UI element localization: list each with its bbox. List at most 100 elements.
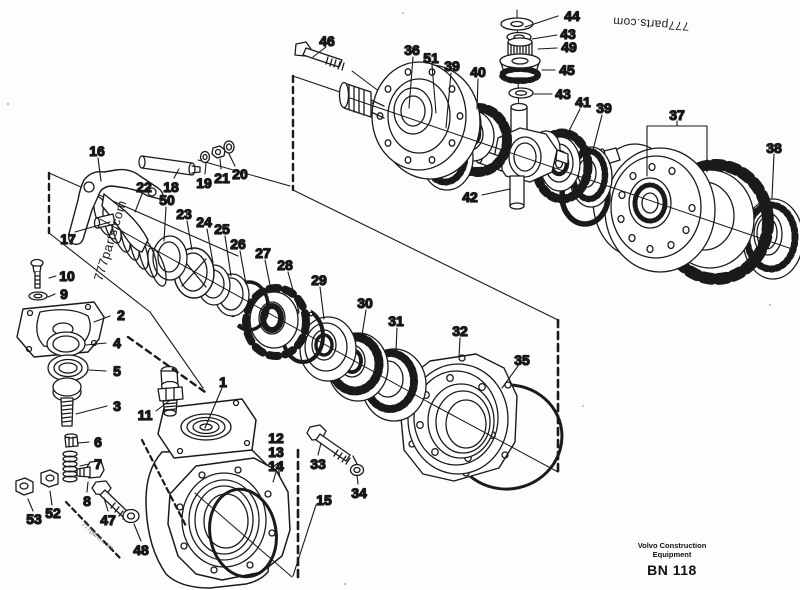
part-43-washer-lower bbox=[508, 87, 534, 99]
part-number-label: 42 bbox=[462, 189, 478, 205]
part-number-label: 46 bbox=[319, 33, 335, 49]
part-number-label: 48 bbox=[133, 542, 149, 558]
part-number-label: 53 bbox=[26, 511, 42, 527]
part-number-label: 9 bbox=[60, 286, 68, 302]
part-number-label: 17 bbox=[60, 231, 76, 247]
leader-line bbox=[317, 442, 322, 456]
leader-line bbox=[204, 162, 207, 175]
leader-line bbox=[75, 405, 108, 415]
part-number-label: 16 bbox=[89, 143, 105, 159]
part-number-label: 43 bbox=[560, 26, 576, 42]
part-number-label: 28 bbox=[277, 257, 293, 273]
leader-line bbox=[408, 56, 414, 109]
part-18-rod-drawing bbox=[138, 155, 201, 176]
leader-line bbox=[592, 114, 603, 151]
part-number-label: 43 bbox=[555, 86, 571, 102]
part-34-washer-drawing bbox=[349, 455, 365, 477]
part-52-nut-drawing bbox=[40, 469, 59, 488]
part-44-washer bbox=[500, 17, 534, 31]
parts-19-20-21-small-drawing bbox=[199, 140, 235, 164]
leader-line bbox=[458, 337, 461, 358]
leader-line bbox=[361, 309, 367, 336]
publisher-name-line2: Equipment bbox=[652, 549, 692, 559]
leader-line bbox=[186, 220, 193, 251]
part-number-label: 36 bbox=[404, 42, 420, 58]
part-number-label: 51 bbox=[423, 50, 439, 66]
leader-line bbox=[312, 46, 327, 58]
leader-line bbox=[224, 235, 232, 277]
part-number-label: 14 bbox=[268, 458, 284, 474]
part-53-nut-drawing bbox=[15, 477, 34, 496]
leader-line bbox=[134, 193, 143, 213]
part-6-nut-drawing bbox=[64, 433, 79, 448]
leader-line bbox=[287, 271, 300, 313]
part-number-label: 2 bbox=[117, 307, 125, 323]
part-number-label: 20 bbox=[232, 166, 248, 182]
part-3-plug-screw-drawing bbox=[52, 377, 82, 427]
part-48-washer-drawing bbox=[122, 508, 140, 524]
publisher-name-line1: Volvo Construction bbox=[637, 541, 707, 550]
part-number-label: 25 bbox=[214, 221, 230, 237]
part-33-bolt-drawing bbox=[306, 424, 351, 465]
part-number-label: 7 bbox=[94, 456, 102, 472]
part-number-label: 34 bbox=[351, 485, 367, 501]
part-36-diff-case-drawing bbox=[338, 61, 481, 180]
publisher-block: Volvo Construction Equipment BN 118 bbox=[613, 541, 731, 578]
part-number-label: 44 bbox=[564, 8, 580, 24]
part-number-label: 11 bbox=[138, 407, 153, 423]
leader-line bbox=[239, 250, 247, 285]
leader-line bbox=[103, 497, 109, 512]
leader-line bbox=[85, 342, 107, 346]
leader-line bbox=[173, 168, 180, 179]
leader-line bbox=[356, 474, 359, 485]
leader-line bbox=[272, 471, 277, 483]
leader-line bbox=[531, 34, 558, 40]
leader-line bbox=[79, 463, 90, 467]
leader-line bbox=[93, 315, 111, 323]
leader-line bbox=[206, 228, 214, 264]
part-1-housing-drawing bbox=[145, 398, 291, 589]
carrier-bolt-holes bbox=[617, 162, 696, 254]
part-45-pinion-gear bbox=[499, 53, 541, 84]
part-number-label: 10 bbox=[59, 268, 75, 284]
part-number-label: 35 bbox=[514, 352, 530, 368]
part-number-label: 8 bbox=[83, 493, 91, 509]
part-number-label: 27 bbox=[255, 245, 271, 261]
leader-line bbox=[219, 158, 222, 170]
leader-line bbox=[319, 286, 325, 320]
part-number-label: 1 bbox=[219, 374, 227, 390]
leader-line bbox=[264, 259, 272, 291]
part-number-label: 4 bbox=[113, 335, 121, 351]
leader-line bbox=[88, 369, 107, 372]
part-number-label: 45 bbox=[559, 62, 575, 78]
leader-line bbox=[163, 206, 167, 242]
leader-line bbox=[27, 498, 34, 512]
pinion-stack-drawing bbox=[499, 17, 541, 99]
leader-line bbox=[77, 441, 90, 444]
leader-line bbox=[133, 523, 142, 542]
part-46-bolt-drawing bbox=[294, 41, 345, 71]
part-47-bolt-drawing bbox=[91, 480, 129, 520]
part-37-carrier-drum-drawing bbox=[592, 143, 716, 273]
leader-line bbox=[481, 188, 511, 196]
leader-line bbox=[771, 153, 775, 199]
part-number-label: 6 bbox=[94, 434, 102, 450]
leader-line bbox=[292, 504, 317, 577]
part-number-label: 23 bbox=[176, 206, 192, 222]
housing-flange-holes bbox=[176, 466, 276, 574]
leader-line bbox=[155, 400, 170, 412]
part-number-label: 5 bbox=[113, 363, 121, 379]
part-10-bolt-drawing bbox=[30, 258, 44, 289]
scan-specks bbox=[6, 12, 772, 586]
leader-line bbox=[445, 72, 452, 129]
leader-line bbox=[501, 365, 519, 389]
part-32-bearing-housing-drawing bbox=[399, 353, 518, 482]
part-number-label: 40 bbox=[470, 64, 486, 80]
leader-line bbox=[537, 47, 558, 50]
part-49-spline-sleeve bbox=[507, 37, 533, 56]
leader-line bbox=[97, 157, 102, 182]
part-number-label: 30 bbox=[357, 295, 373, 311]
part-number-label: 32 bbox=[452, 323, 468, 339]
part-5-seal-ring-drawing bbox=[47, 354, 89, 382]
leader-line bbox=[524, 15, 559, 28]
